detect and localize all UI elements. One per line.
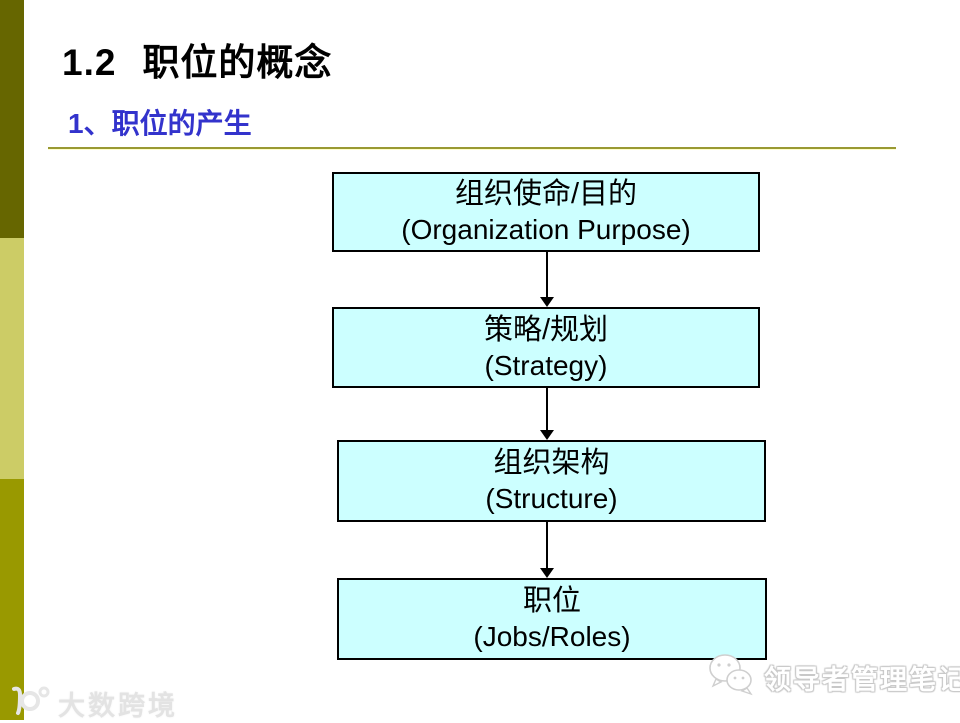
- flow-box-label-zh: 组织使命/目的: [454, 178, 638, 210]
- heading-divider-line: [48, 147, 896, 150]
- dashu-logo-icon: [8, 685, 52, 722]
- sidebar-stripe-top: [0, 0, 24, 238]
- flow-box-label-en: (Structure): [485, 483, 618, 514]
- flow-box-strategy: 策略/规划 (Strategy): [332, 307, 760, 388]
- watermark-dashukuajing: 大数跨境: [8, 684, 178, 723]
- watermark-leader-notes: 领导者管理笔记: [706, 652, 960, 703]
- flow-box-label-zh: 组织架构: [493, 447, 610, 479]
- slide-title: 1.2 职位的概念: [62, 32, 332, 86]
- arrowhead-down-icon: [540, 568, 554, 578]
- watermark-text: 领导者管理笔记: [764, 665, 960, 695]
- sidebar-stripe-middle: [0, 238, 24, 479]
- flow-box-label-en: (Strategy): [484, 349, 608, 381]
- wechat-bubbles-icon: [706, 652, 756, 703]
- sidebar-stripe-bottom: [0, 479, 24, 720]
- slide-title-number: 1.2: [62, 42, 117, 83]
- flow-box-organization-purpose: 组织使命/目的 (Organization Purpose): [332, 172, 760, 252]
- flow-box-label-en: (Jobs/Roles): [473, 621, 631, 652]
- sidebar-stripe: [0, 0, 24, 720]
- arrowhead-down-icon: [540, 297, 554, 307]
- arrowhead-down-icon: [540, 430, 554, 440]
- flow-arrow-1: [540, 252, 554, 307]
- slide-subtitle: 1、职位的产生: [68, 108, 252, 139]
- flow-box-label-zh: 策略/规划: [483, 313, 609, 346]
- flow-arrow-2: [540, 388, 554, 440]
- slide-title-text: 职位的概念: [142, 42, 333, 83]
- flow-box-label-en: (Organization Purpose): [401, 214, 691, 245]
- flow-box-jobs-roles: 职位 (Jobs/Roles): [337, 578, 767, 660]
- flow-arrow-3: [540, 522, 554, 578]
- watermark-text: 大数跨境: [58, 691, 178, 721]
- flow-box-label-zh: 职位: [522, 585, 581, 617]
- flow-box-structure: 组织架构 (Structure): [337, 440, 766, 522]
